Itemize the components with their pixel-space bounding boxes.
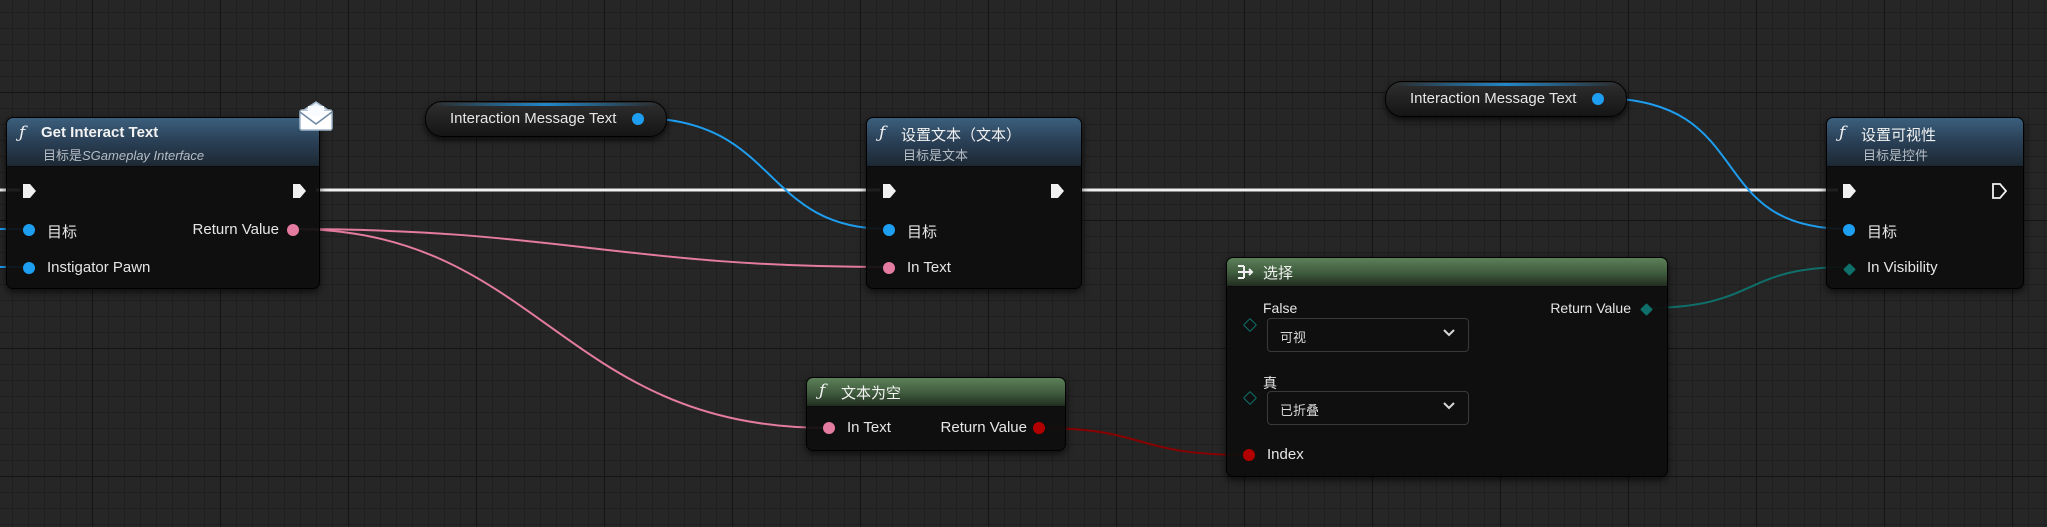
bool-wire-to-index: [1037, 427, 1249, 456]
return-value-label: Return Value: [192, 221, 279, 238]
index-pin[interactable]: [1243, 449, 1255, 461]
variable-output-pin[interactable]: [1592, 93, 1604, 105]
node-title: 文本为空: [841, 385, 902, 402]
node-subtitle: 目标是SGameplay Interface: [43, 148, 205, 163]
function-icon: ƒ: [879, 123, 886, 143]
node-header: ƒ 设置文本（文本） 目标是文本: [867, 118, 1081, 167]
text-is-empty-node[interactable]: ƒ 文本为空 In Text Return Value: [806, 377, 1066, 451]
node-header: ƒ Get Interact Text 目标是SGameplay Interfa…: [7, 118, 319, 167]
option-true-dropdown[interactable]: 已折叠: [1267, 391, 1469, 425]
text-wire-to-settext: [291, 228, 889, 268]
enum-wire-to-visibility: [1645, 266, 1849, 309]
chevron-down-icon: [1443, 402, 1455, 410]
node-header: 选择: [1227, 258, 1667, 287]
function-icon: ƒ: [1839, 123, 1846, 143]
return-value-pin[interactable]: [287, 224, 299, 236]
object-wire-to-setvisibility: [1597, 97, 1849, 230]
exec-out-pin[interactable]: [1049, 183, 1065, 199]
option-true-label: 真: [1263, 375, 1277, 391]
node-header: ƒ 设置可视性 目标是控件: [1827, 118, 2023, 167]
in-text-label: In Text: [847, 419, 891, 436]
index-label: Index: [1267, 446, 1304, 463]
in-text-label: In Text: [907, 259, 951, 276]
function-icon: ƒ: [19, 123, 26, 143]
target-pin[interactable]: [23, 224, 35, 236]
in-visibility-pin[interactable]: [1843, 263, 1856, 276]
function-icon: ƒ: [819, 381, 826, 401]
instigator-pawn-pin[interactable]: [23, 262, 35, 274]
dropdown-value: 已折叠: [1280, 403, 1320, 418]
return-value-label: Return Value: [940, 419, 1027, 436]
node-title: 设置可视性: [1861, 127, 1937, 144]
option-false-dropdown[interactable]: 可视: [1267, 318, 1469, 352]
dropdown-value: 可视: [1280, 330, 1307, 345]
return-value-pin[interactable]: [1033, 422, 1045, 434]
target-pin[interactable]: [1843, 224, 1855, 236]
target-pin[interactable]: [883, 224, 895, 236]
select-icon: [1238, 265, 1254, 279]
node-title: 选择: [1263, 265, 1294, 282]
select-node[interactable]: 选择 False 可视 Return Value 真 已折叠 Index: [1226, 257, 1668, 477]
node-title: Get Interact Text: [41, 124, 159, 141]
node-title: 设置文本（文本）: [901, 127, 1022, 144]
text-wire-to-isempty: [291, 228, 829, 429]
object-wire-to-settext: [637, 117, 889, 230]
node-subtitle: 目标是文本: [903, 148, 969, 163]
get-interact-text-node[interactable]: ƒ Get Interact Text 目标是SGameplay Interfa…: [6, 117, 320, 289]
message-envelope-icon: [299, 101, 333, 131]
in-text-pin[interactable]: [823, 422, 835, 434]
instigator-pawn-label: Instigator Pawn: [47, 259, 151, 276]
target-pin-label: 目标: [47, 224, 78, 241]
return-value-label: Return Value: [1550, 300, 1631, 316]
exec-out-pin[interactable]: [1991, 183, 2007, 199]
exec-in-pin[interactable]: [21, 183, 37, 199]
chevron-down-icon: [1443, 329, 1455, 337]
interaction-message-text-variable[interactable]: Interaction Message Text: [425, 101, 667, 137]
exec-out-pin[interactable]: [291, 183, 307, 199]
target-pin-label: 目标: [1867, 224, 1898, 241]
set-text-node[interactable]: ƒ 设置文本（文本） 目标是文本 目标 In Text: [866, 117, 1082, 289]
option-true-pin[interactable]: [1242, 390, 1258, 406]
variable-output-pin[interactable]: [632, 113, 644, 125]
variable-label: Interaction Message Text: [450, 110, 617, 127]
option-false-pin[interactable]: [1242, 317, 1258, 333]
return-value-pin[interactable]: [1640, 303, 1653, 316]
node-subtitle: 目标是控件: [1863, 148, 1929, 163]
interaction-message-text-variable[interactable]: Interaction Message Text: [1385, 81, 1627, 117]
set-visibility-node[interactable]: ƒ 设置可视性 目标是控件 目标 In Visibility: [1826, 117, 2024, 289]
target-pin-label: 目标: [907, 224, 938, 241]
exec-in-pin[interactable]: [1841, 183, 1857, 199]
in-visibility-label: In Visibility: [1867, 259, 1938, 276]
in-text-pin[interactable]: [883, 262, 895, 274]
variable-label: Interaction Message Text: [1410, 90, 1577, 107]
node-header: ƒ 文本为空: [807, 378, 1065, 407]
exec-in-pin[interactable]: [881, 183, 897, 199]
option-false-label: False: [1263, 300, 1298, 316]
